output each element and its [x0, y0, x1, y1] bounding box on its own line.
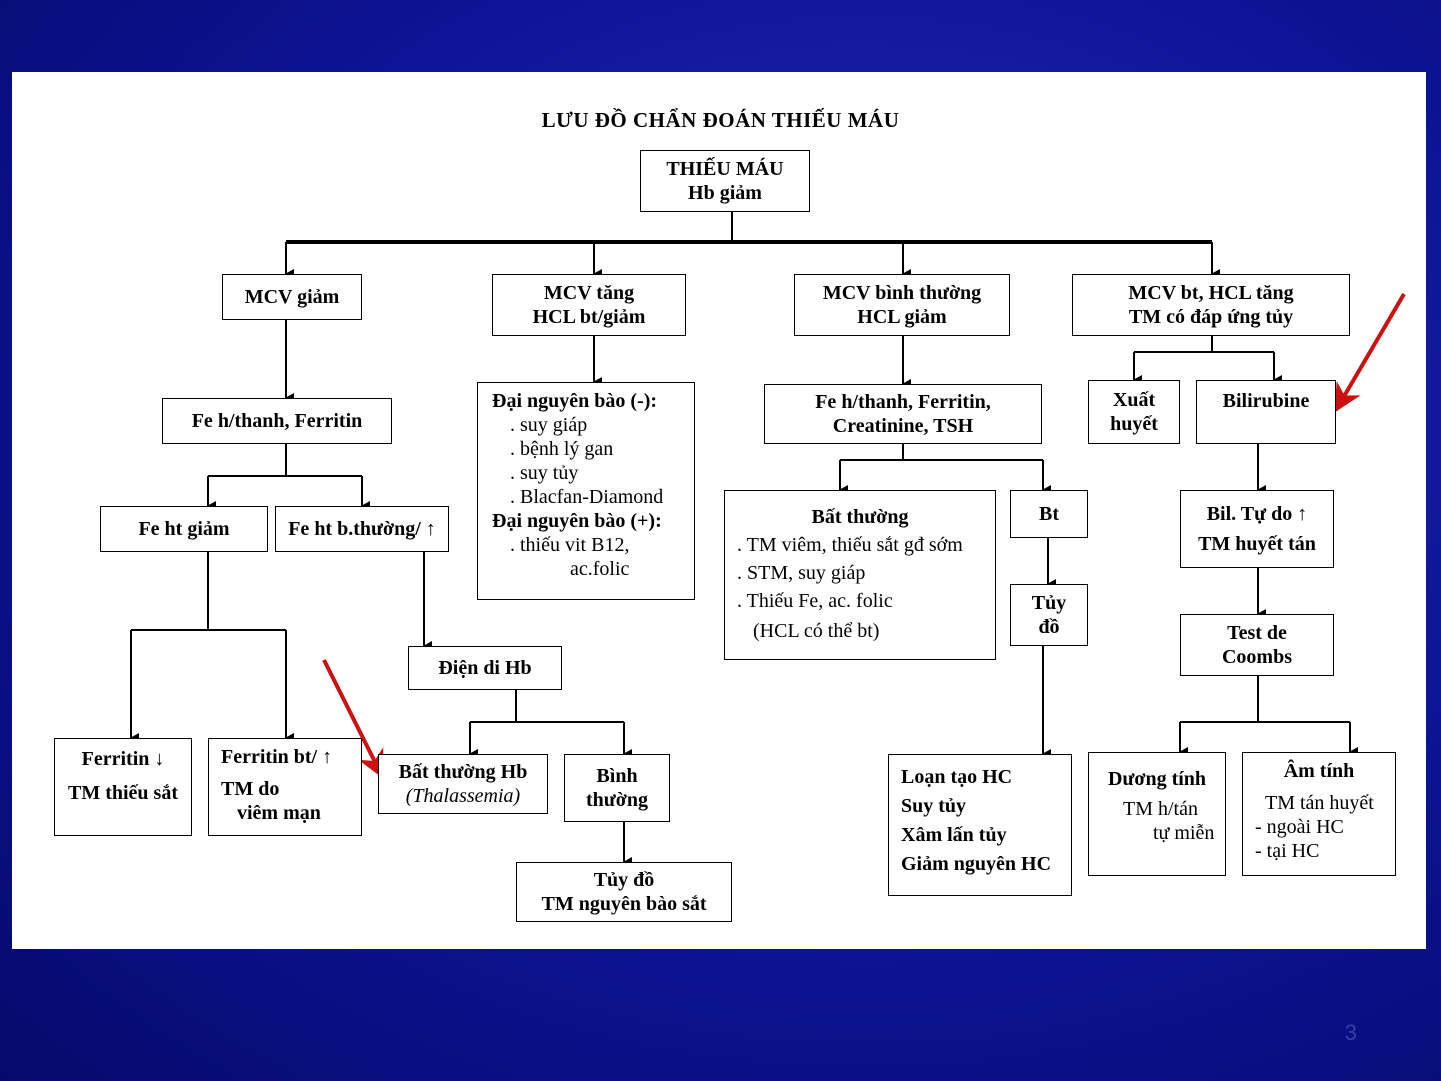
node-ferritin-giam: Ferritin ↓ TM thiếu sắt — [54, 738, 192, 836]
node-text: Bilirubine — [1222, 390, 1310, 412]
node-heading: Âm tính — [1283, 760, 1355, 782]
node-item: . suy giáp — [510, 414, 588, 436]
node-binh-thuong: Bình thường — [564, 754, 670, 822]
node-text: tự miễn — [1153, 822, 1215, 844]
node-text: Xâm lấn tủy — [901, 824, 1007, 846]
node-text: THIẾU MÁU — [666, 158, 784, 180]
node-bat-thuong-hb: Bất thường Hb (Thalassemia) — [378, 754, 548, 814]
node-heading: Bất thường — [811, 506, 909, 528]
node-test-coombs: Test de Coombs — [1180, 614, 1334, 676]
node-text: MCV giảm — [244, 286, 340, 308]
node-bil-tu-do: Bil. Tự do ↑ TM huyết tán — [1180, 490, 1334, 568]
node-text: Tủy — [1031, 592, 1067, 614]
node-fe-ht-binh-thuong: Fe ht b.thường/ ↑ — [275, 506, 449, 552]
node-fe-ferritin: Fe h/thanh, Ferritin — [162, 398, 392, 444]
node-text: Hb giảm — [688, 182, 762, 204]
node-heading: Đại nguyên bào (-): — [492, 390, 658, 412]
node-dien-di-hb: Điện di Hb — [408, 646, 562, 690]
node-text: TM nguyên bào sắt — [541, 893, 707, 915]
node-text: Suy tủy — [901, 795, 967, 817]
node-item: . Blacfan-Diamond — [510, 486, 664, 508]
node-item: . thiếu vit B12, — [510, 534, 630, 556]
node-text: đồ — [1038, 616, 1060, 638]
node-tuy-do-nguyen-bao-sat: Tủy đồ TM nguyên bào sắt — [516, 862, 732, 922]
node-text: TM do — [221, 778, 280, 800]
node-mcv-giam: MCV giảm — [222, 274, 362, 320]
node-ferritin-bt: Ferritin bt/ ↑ TM do viêm mạn — [208, 738, 362, 836]
node-mcv-tang: MCV tăng HCL bt/giảm — [492, 274, 686, 336]
node-mcv-binh-thuong: MCV bình thường HCL giảm — [794, 274, 1010, 336]
node-text: TM tán huyết — [1265, 792, 1374, 814]
node-text: Coombs — [1221, 646, 1292, 668]
node-text: Fe ht giảm — [138, 518, 230, 540]
node-text: Điện di Hb — [438, 657, 532, 679]
node-text: Xuất — [1112, 389, 1156, 411]
node-text: (Thalassemia) — [405, 785, 521, 807]
node-text: Creatinine, TSH — [832, 415, 974, 437]
page-number: 3 — [1344, 1020, 1357, 1045]
node-tuy-do-1: Tủy đồ — [1010, 584, 1088, 646]
node-item: . Thiếu Fe, ac. folic — [737, 590, 893, 612]
node-text: Giảm nguyên HC — [901, 853, 1052, 875]
node-heading: Dương tính — [1107, 768, 1207, 790]
node-bat-thuong: Bất thường . TM viêm, thiếu sắt gđ sớm .… — [724, 490, 996, 660]
node-text: Bt — [1039, 503, 1059, 525]
node-item: ac.folic — [570, 558, 630, 580]
node-text: Test de — [1227, 622, 1287, 644]
node-text: - tại HC — [1255, 840, 1320, 862]
node-xuat-huyet: Xuất huyết — [1088, 380, 1180, 444]
node-item: . TM viêm, thiếu sắt gđ sớm — [737, 534, 963, 556]
node-text: MCV bt, HCL tăng — [1128, 282, 1294, 304]
node-text: Ferritin bt/ ↑ — [221, 746, 333, 768]
node-item: . bệnh lý gan — [510, 438, 614, 460]
node-bt: Bt — [1010, 490, 1088, 538]
node-item: . suy tủy — [510, 462, 579, 484]
node-text: HCL bt/giảm — [532, 306, 646, 328]
node-text: viêm mạn — [237, 802, 321, 824]
node-text: TM có đáp ứng tủy — [1128, 306, 1294, 328]
node-text: Bình — [596, 765, 638, 787]
node-text: Bil. Tự do ↑ — [1206, 503, 1308, 525]
node-text: Loạn tạo HC — [901, 766, 1013, 788]
node-dai-nguyen-bao: Đại nguyên bào (-): . suy giáp . bệnh lý… — [477, 382, 695, 600]
node-heading: Đại nguyên bào (+): — [492, 510, 662, 532]
node-bilirubine: Bilirubine — [1196, 380, 1336, 444]
node-thieu-mau: THIẾU MÁU Hb giảm — [640, 150, 810, 212]
node-text: thường — [586, 789, 648, 811]
node-am-tinh: Âm tính TM tán huyết - ngoài HC - tại HC — [1242, 752, 1396, 876]
node-text: Fe h/thanh, Ferritin — [191, 410, 363, 432]
node-text: TM thiếu sắt — [68, 782, 178, 804]
node-fe-ferritin-creatinine: Fe h/thanh, Ferritin, Creatinine, TSH — [764, 384, 1042, 444]
node-text: huyết — [1110, 413, 1158, 435]
node-text: Ferritin ↓ — [81, 748, 165, 770]
node-loan-tao-hc: Loạn tạo HC Suy tủy Xâm lấn tủy Giảm ngu… — [888, 754, 1072, 896]
node-text: TM h/tán — [1123, 798, 1198, 820]
node-text: Bất thường Hb — [398, 761, 528, 783]
node-text: Tủy đồ — [593, 869, 655, 891]
node-text: Fe ht b.thường/ ↑ — [288, 518, 436, 540]
node-text: MCV tăng — [543, 282, 635, 304]
node-fe-ht-giam: Fe ht giảm — [100, 506, 268, 552]
node-text: HCL giảm — [857, 306, 947, 328]
node-mcv-bt-hcl-tang: MCV bt, HCL tăng TM có đáp ứng tủy — [1072, 274, 1350, 336]
node-item: (HCL có thể bt) — [753, 620, 880, 642]
node-duong-tinh: Dương tính TM h/tán tự miễn — [1088, 752, 1226, 876]
diagram-title: LƯU ĐỒ CHẨN ĐOÁN THIẾU MÁU — [541, 108, 900, 132]
node-text: - ngoài HC — [1255, 816, 1344, 838]
node-text: Fe h/thanh, Ferritin, — [815, 391, 991, 413]
node-item: . STM, suy giáp — [737, 562, 866, 584]
node-text: TM huyết tán — [1198, 533, 1316, 555]
node-text: MCV bình thường — [822, 282, 982, 304]
